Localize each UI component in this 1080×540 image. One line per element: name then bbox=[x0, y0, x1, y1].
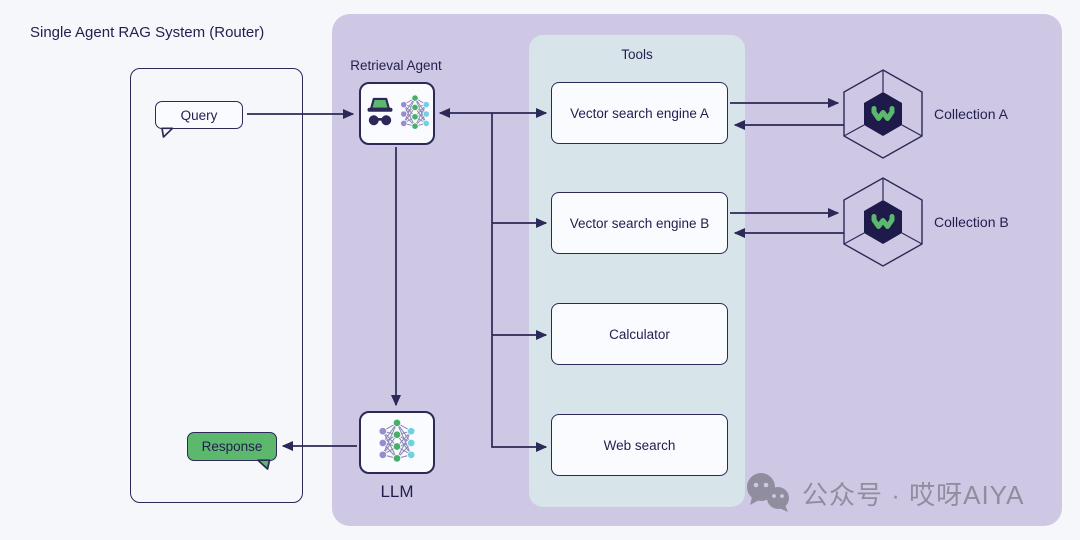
collection-a-label: Collection A bbox=[934, 106, 1008, 122]
response-label: Response bbox=[201, 439, 263, 454]
wechat-icon bbox=[747, 473, 789, 512]
tool-label: Vector search engine A bbox=[570, 105, 709, 121]
neural-network-icon bbox=[378, 418, 416, 463]
tool-label: Web search bbox=[603, 437, 676, 453]
page-title: Single Agent RAG System (Router) bbox=[30, 24, 265, 41]
tool-vector-search-a: Vector search engine A bbox=[551, 82, 728, 144]
tool-label: Vector search engine B bbox=[569, 215, 710, 231]
tool-vector-search-b: Vector search engine B bbox=[551, 192, 728, 254]
query-node: Query bbox=[155, 101, 243, 129]
weaviate-collection-b-icon bbox=[843, 177, 923, 267]
watermark-text: 公众号 · 哎呀AIYA bbox=[802, 479, 1025, 510]
retrieval-agent-node bbox=[359, 82, 435, 145]
client-flow-container bbox=[130, 68, 303, 503]
agent-incognito-icon bbox=[367, 97, 393, 125]
neural-network-icon bbox=[400, 93, 430, 130]
retrieval-agent-label: Retrieval Agent bbox=[350, 58, 442, 73]
tool-label: Calculator bbox=[609, 326, 670, 342]
collection-b-label: Collection B bbox=[934, 214, 1009, 230]
llm-node bbox=[359, 411, 435, 474]
response-node: Response bbox=[187, 432, 277, 461]
query-label: Query bbox=[180, 107, 218, 123]
tool-web-search: Web search bbox=[551, 414, 728, 476]
llm-label: LLM bbox=[380, 482, 414, 501]
weaviate-collection-a-icon bbox=[843, 69, 923, 159]
watermark: 公众号 · 哎呀AIYA bbox=[744, 472, 1024, 514]
tool-calculator: Calculator bbox=[551, 303, 728, 365]
tools-panel-label: Tools bbox=[621, 47, 653, 62]
